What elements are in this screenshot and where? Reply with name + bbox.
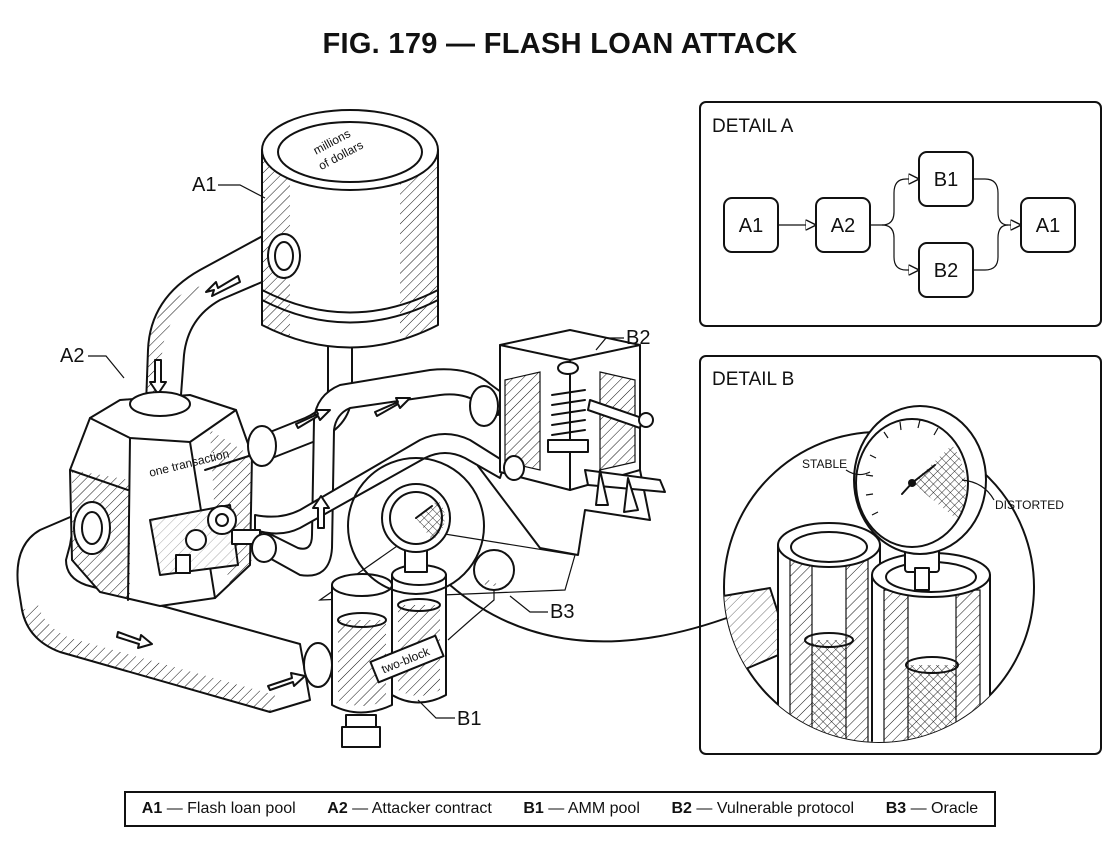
legend-item-b3: B3 — Oracle [886,800,978,818]
legend-item-a2: A2 — Attacker contract [327,800,492,818]
legend-item-b1: B1 — AMM pool [523,800,640,818]
legend-text-b1: — AMM pool [548,800,640,817]
detail-a-node-a1-start-label: A1 [739,215,763,237]
legend-text-a2: — Attacker contract [352,800,492,817]
detail-b-title: DETAIL B [712,369,794,390]
detail-a-title: DETAIL A [712,116,794,137]
a1-flash-loan-pool: millions of dollars [261,109,439,349]
callout-b3: B3 [550,601,574,623]
flow-arrow-7 [267,672,306,691]
legend-key-a2: A2 [327,800,348,817]
detail-a-node-a2-label: A2 [831,215,855,237]
flow-arrow-3 [295,409,331,429]
legend-text-b2: — Vulnerable protocol [696,800,855,817]
legend-key-b3: B3 [885,800,907,817]
flow-arrow-2 [149,359,167,395]
b3-oracle [447,549,515,641]
legend-text-b3: — Oracle [910,800,979,817]
pipe-loop-shade [22,605,275,712]
legend: A1 — Flash loan pool A2 — Attacker contr… [124,791,996,827]
magnifier-ring [347,457,485,595]
edge-b1-a1 [973,178,1020,225]
detail-b-panel: DETAIL B [699,355,1102,755]
b1-amm-pool: two-block [303,483,451,748]
detail-a-panel: DETAIL A A1 A2 B1 B2 A1 [699,101,1102,327]
callout-b1: B1 [457,708,481,730]
legend-item-b2: B2 — Vulnerable protocol [671,800,854,818]
legend-text-a1: — Flash loan pool [166,800,296,817]
detail-a-node-b2-label: B2 [934,260,958,282]
b2-vulnerable-protocol [469,329,666,513]
distorted-label: DISTORTED [995,498,1064,512]
flow-arrow-6 [116,631,153,649]
flow-arrow-4 [374,397,411,417]
edge-b2-a1 [973,224,1009,271]
detail-a-node-a1-end-label: A1 [1036,215,1060,237]
stable-label: STABLE [802,457,847,471]
legend-key-b1: B1 [523,800,544,817]
legend-key-b2: B2 [671,800,692,817]
detail-b-leader [449,584,736,643]
callout-a1: A1 [192,174,216,196]
amm-floor-plate [317,529,576,601]
legend-item-a1: A1 — Flash loan pool [142,800,296,818]
figure-title: FIG. 179 — FLASH LOAN ATTACK [322,28,798,60]
edge-a2-b2 [881,224,918,270]
edge-a2-b1 [870,179,918,226]
detail-a-node-b1-label: B1 [934,169,958,191]
callout-a2: A2 [60,345,84,367]
flow-arrow-1 [205,275,241,297]
callout-b2: B2 [626,327,650,349]
legend-key-a1: A1 [141,800,163,817]
flow-arrow-5 [312,495,330,529]
a2-attacker-contract: one transaction [69,391,277,607]
